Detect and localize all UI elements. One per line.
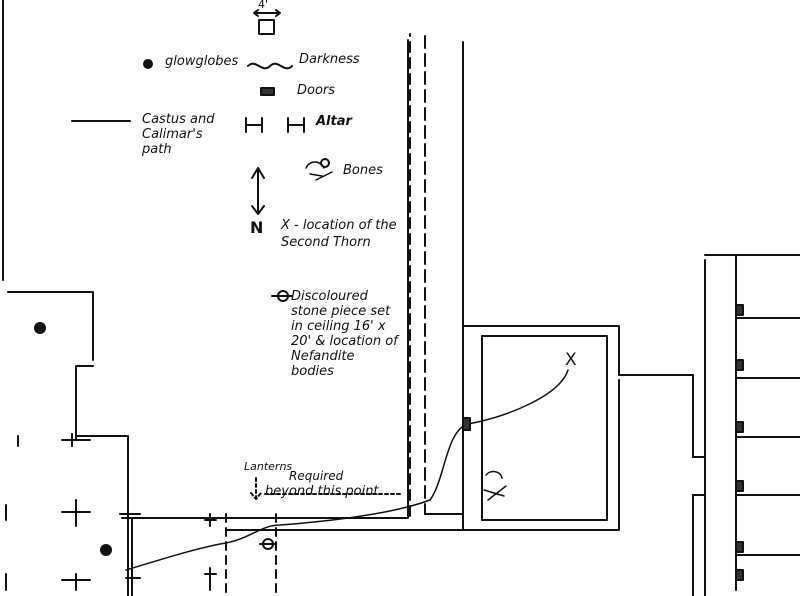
- door-hall-3: [735, 421, 744, 433]
- darkness-label: Darkness: [299, 52, 360, 67]
- lanterns-label: Lanterns: [244, 460, 293, 473]
- bones-label: Bones: [343, 163, 383, 178]
- corridor-floor-wall: [424, 325, 620, 531]
- left-room-wall: [7, 39, 409, 596]
- thorn-marker: X: [565, 350, 577, 370]
- north-label: N: [250, 218, 264, 237]
- corridor-right-wall: [462, 41, 694, 596]
- door-hall-2: [735, 359, 744, 371]
- darkness-boundary: [225, 513, 277, 596]
- glowglobes-label: glowglobes: [165, 54, 239, 69]
- glowglobe-corridor: [100, 544, 112, 556]
- door-hall-1: [735, 304, 744, 316]
- castus-path: [125, 369, 569, 571]
- altar-marker-4: [125, 513, 217, 591]
- door-hall-4: [735, 480, 744, 492]
- required-label: Required: [289, 469, 344, 483]
- thorn-label: X - location of the Second Thorn: [281, 218, 397, 250]
- altar-label: Altar: [316, 114, 352, 129]
- door-hall-5: [735, 541, 744, 553]
- glowglobe-legend-icon: [143, 59, 153, 69]
- door-chamber-west: [462, 417, 471, 431]
- door-hall-6: [735, 569, 744, 581]
- scale-label: 4': [258, 0, 269, 11]
- beyond-label: beyond this point: [265, 484, 379, 499]
- bones-legend-skull: [320, 158, 330, 168]
- altar-marker-1: [17, 433, 91, 447]
- lanterns-arrow: [250, 477, 403, 500]
- altar-marker-2: [5, 499, 141, 527]
- right-hall: [692, 254, 800, 596]
- bones-pile: [483, 470, 507, 501]
- darkness-legend-icon: [247, 62, 293, 70]
- doors-label: Doors: [297, 83, 336, 98]
- inner-chamber: [481, 335, 608, 521]
- stone-label: Discoloured stone piece set in ceiling 1…: [291, 289, 398, 379]
- stone-legend-circle: [277, 290, 289, 302]
- altar-legend-icon: [245, 117, 305, 133]
- door-legend-icon: [260, 87, 275, 96]
- north-arrow: [251, 167, 265, 215]
- glowglobe-left-room: [34, 322, 46, 334]
- scale-box: [253, 9, 281, 35]
- path-label: Castus and Calimar's path: [142, 112, 215, 157]
- altar-marker-3: [5, 573, 91, 591]
